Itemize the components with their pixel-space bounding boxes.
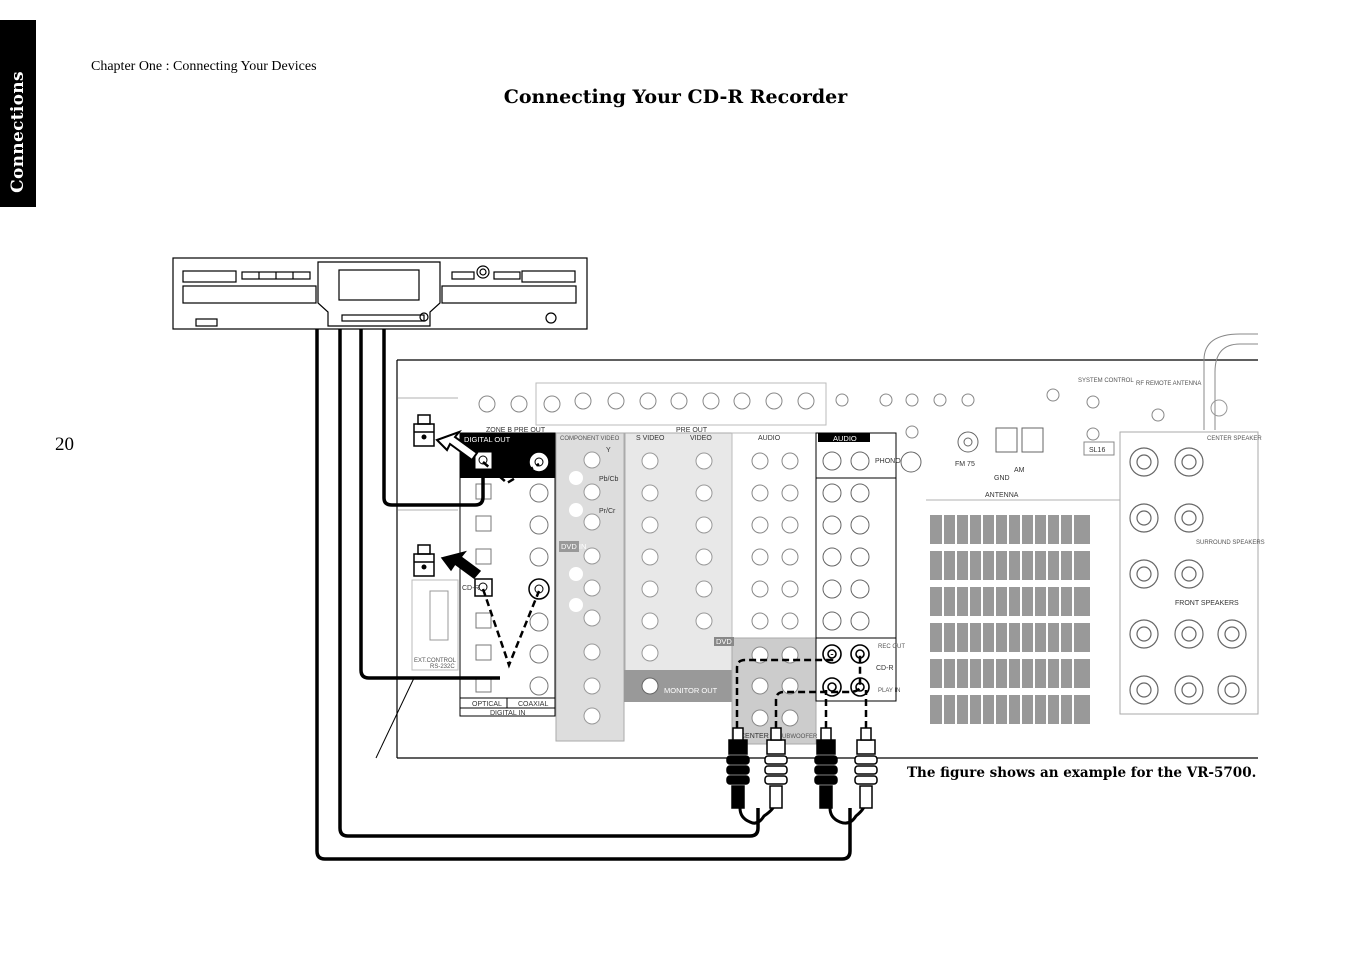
front-speakers-label: FRONT SPEAKERS (1175, 600, 1239, 607)
component-video-jacks (569, 451, 601, 725)
optical-plug-icon-tip (421, 434, 427, 440)
center-speaker-label: CENTER SPEAKER (1207, 436, 1262, 442)
dvd-in-badge (559, 541, 579, 552)
fm75-label: FM 75 (955, 461, 975, 468)
center-label: CENTER (740, 733, 769, 740)
rs232c-port (429, 590, 449, 641)
fm-antenna-jack-center (963, 437, 973, 447)
gnd-label: GND (994, 475, 1010, 482)
am-terminal (995, 427, 1018, 453)
am-terminal (1021, 427, 1044, 453)
audio-label-2: AUDIO (833, 434, 857, 443)
speaker-terminal-block (1119, 431, 1259, 715)
system-control-label: SYSTEM CONTROL (1078, 378, 1134, 384)
chapter-heading: Chapter One : Connecting Your Devices (91, 59, 317, 74)
coaxial-label: COAXIAL (518, 701, 548, 708)
cd-r-digital-label: CD-R (462, 585, 480, 592)
rca-plug-icon (854, 727, 878, 809)
figure-caption: The figure shows an example for the VR-5… (907, 765, 1257, 781)
surround-speakers-label: SURROUND SPEAKERS (1196, 540, 1265, 546)
phono-label: PHONO (875, 458, 901, 465)
rf-remote-antenna-label: RF REMOTE ANTENNA (1136, 381, 1201, 387)
page-title: Connecting Your CD-R Recorder (503, 86, 848, 108)
ventilation-grille-slots (942, 515, 1074, 724)
speaker-terminals (1129, 447, 1247, 705)
section-tab: Connections (0, 20, 36, 207)
dashed-analog-routes (735, 654, 868, 728)
monitor-out-label: MONITOR OUT (664, 686, 718, 695)
s-video-jacks (641, 452, 713, 662)
am-label: AM (1014, 467, 1025, 474)
audio-jacks (751, 452, 799, 630)
pb-label: Pb/Cb (599, 476, 619, 483)
digital-in-label: DIGITAL IN (490, 710, 525, 717)
arrow-icon (435, 429, 479, 462)
y-label: Y (606, 447, 611, 454)
phono-ground-terminal (900, 451, 922, 473)
cd-recorder (172, 257, 588, 330)
s-video-label: S VIDEO (636, 435, 665, 442)
dvd-in-label: DVD IN (561, 542, 586, 551)
audio-label-1: AUDIO (758, 435, 781, 442)
cd-r-digital-jacks (474, 578, 550, 600)
antenna-label: ANTENNA (985, 492, 1019, 499)
subwoofer-label: SUBWOOFER (778, 734, 818, 740)
dashed-digital-routes (481, 461, 541, 669)
digital-out-jacks (474, 451, 550, 473)
rs232c-label: RS-232C (430, 664, 455, 670)
play-in-label: PLAY IN (878, 688, 900, 694)
rca-plug-icon (764, 727, 788, 809)
audio-block (731, 432, 817, 639)
arrow-icon (440, 550, 482, 580)
rs232c-block (411, 579, 459, 671)
rca-plug-icon (814, 727, 838, 809)
sl16-label: SL16 (1089, 447, 1105, 454)
cd-r-analog-jacks (822, 644, 870, 697)
zone-b-pre-out-label: ZONE B PRE OUT (486, 427, 546, 434)
rec-out-label: REC OUT (878, 644, 905, 650)
audio-header-badge (818, 433, 870, 442)
monitor-out-jack (641, 677, 659, 695)
dvd-badge (714, 637, 734, 646)
component-video-label: COMPONENT VIDEO (560, 436, 620, 442)
rca-plug-icon (726, 727, 750, 809)
optical-plug-icon-tip (421, 564, 427, 570)
optical-label: OPTICAL (472, 701, 502, 708)
cd-r-analog-label: CD-R (876, 665, 894, 672)
pr-label: Pr/Cr (599, 508, 616, 515)
optical-plug-icon (413, 414, 435, 577)
leader-line (375, 677, 415, 759)
dvd-label: DVD (716, 637, 732, 646)
analog-audio-jacks (822, 451, 870, 631)
page-number: 20 (55, 434, 74, 455)
video-label: VIDEO (690, 435, 712, 442)
fm-antenna-jack (957, 431, 979, 453)
pre-out-jacks (478, 382, 1165, 441)
connection-cables (315, 329, 852, 861)
digital-out-label: DIGITAL OUT (464, 435, 511, 444)
s-video-block (624, 432, 733, 686)
ventilation-grille (930, 515, 1090, 724)
pre-out-label: PRE OUT (676, 427, 708, 434)
ext-control-label: EXT.CONTROL (414, 658, 457, 664)
